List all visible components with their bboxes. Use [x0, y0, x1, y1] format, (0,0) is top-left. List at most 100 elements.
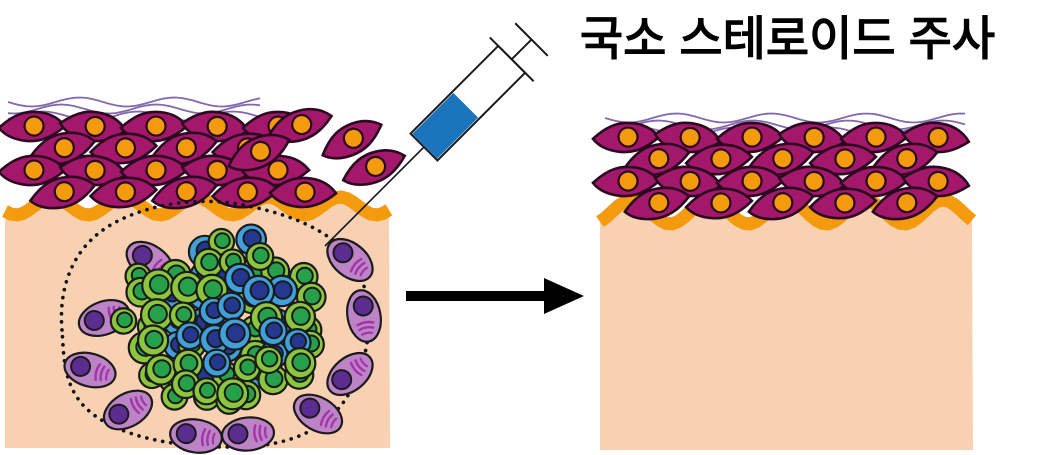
plasma-cell: [102, 389, 154, 431]
plasma-cell-nucleus: [70, 355, 92, 377]
epidermis-cell: [341, 149, 407, 186]
epidermis-cell: [226, 133, 292, 172]
cell-nucleus: [231, 268, 251, 288]
cell-nucleus: [291, 306, 311, 326]
green-immune-cell: [232, 353, 262, 383]
plasma-cell-streak: [354, 261, 366, 275]
plasma-cell-streak: [258, 424, 263, 442]
epidermis-layer: [591, 121, 971, 221]
plasma-cell-streak: [349, 361, 363, 377]
plasma-cell: [220, 416, 276, 452]
cell-nucleus: [225, 323, 246, 344]
cell-nucleus: [116, 311, 133, 329]
epidermis-cell-nucleus: [710, 148, 732, 170]
epidermis-cell-nucleus: [53, 181, 75, 203]
cell-nucleus: [181, 326, 200, 344]
epidermis-cell-nucleus: [834, 192, 856, 214]
cell-nucleus: [177, 276, 199, 297]
epidermis-cell-nucleus: [114, 181, 137, 203]
epidermis-cell: [591, 121, 661, 154]
epidermis-cell-nucleus: [206, 159, 228, 181]
cell-nucleus: [223, 296, 242, 315]
green-immune-cell: [145, 353, 177, 386]
epidermis-cell-nucleus: [803, 126, 825, 148]
epidermis-cell-nucleus: [710, 192, 732, 214]
plasma-cell: [346, 289, 382, 343]
green-immune-cell: [193, 247, 224, 279]
epidermis-cell-nucleus: [741, 170, 763, 192]
epidermis-cell-nucleus: [236, 181, 259, 203]
epidermis-cell-nucleus: [364, 155, 387, 178]
plasma-cell-streak: [329, 417, 338, 429]
epidermis-cell-nucleus: [896, 148, 918, 170]
epidermis-cell: [623, 142, 691, 177]
epidermis-cell: [268, 176, 338, 209]
epidermis-cell-nucleus: [84, 115, 106, 137]
epidermis-cell-nucleus: [741, 126, 763, 148]
epidermis-cell: [88, 176, 159, 209]
epidermis-cell-nucleus: [23, 159, 45, 181]
cell-nucleus: [175, 305, 193, 323]
plasma-cell-nucleus: [83, 309, 105, 331]
epidermis-cell: [88, 132, 159, 165]
syringe-body: [409, 22, 549, 162]
epidermis-cell-nucleus: [249, 140, 272, 162]
epidermis-cell-nucleus: [865, 170, 887, 192]
green-immune-cell: [207, 227, 236, 256]
plasma-cell-nucleus: [227, 423, 249, 445]
epidermis-cell: [591, 165, 661, 198]
plasma-cell-streak: [356, 320, 375, 327]
epidermis-cell: [28, 175, 97, 210]
epidermis-cell: [684, 143, 754, 176]
epidermis-cell-nucleus: [617, 170, 639, 192]
cell-nucleus: [260, 350, 279, 368]
plasma-cell-streak: [139, 395, 148, 407]
plasma-cell-streak: [253, 424, 258, 443]
infiltrate-dotted-boundary: [59, 199, 371, 449]
plasma-cell-streak: [99, 365, 106, 382]
plasma-cell: [326, 351, 374, 397]
green-immune-cell: [216, 377, 250, 411]
epidermis-cell-nucleus: [114, 137, 137, 159]
plasma-cell-streak: [359, 266, 369, 277]
epidermis-cell-nucleus: [927, 126, 949, 148]
cell-nucleus: [179, 353, 199, 373]
epidermis-cell: [684, 187, 754, 220]
plasma-cell-streak: [129, 397, 141, 415]
cell-nucleus: [177, 374, 196, 393]
green-immune-cell: [141, 268, 176, 303]
blue-immune-cell: [216, 291, 246, 322]
plasma-cell-nucleus: [331, 369, 353, 391]
epidermis-cell-nucleus: [648, 192, 670, 214]
epidermis-cell-nucleus: [834, 148, 856, 170]
epidermis-cell-nucleus: [617, 126, 639, 148]
stratum-corneum-line: [604, 119, 966, 131]
syringe-plunger-rod: [510, 38, 533, 61]
plasma-cell: [63, 351, 117, 389]
epidermis-cell-nucleus: [803, 170, 825, 192]
stratum-corneum-line: [604, 112, 966, 124]
plasma-cell-streak: [349, 257, 363, 273]
blue-immune-cell: [218, 317, 252, 351]
epidermis-cell-nucleus: [294, 181, 316, 203]
epidermis-cell-nucleus: [53, 137, 75, 159]
plasma-cell-nucleus: [332, 242, 354, 264]
epidermis-cell: [747, 186, 815, 221]
epidermis-cell-nucleus: [772, 192, 794, 214]
epidermis-cell: [623, 186, 691, 221]
plasma-cell-streak: [206, 429, 212, 446]
plasma-cell-streak: [359, 357, 369, 368]
plasma-cell-nucleus: [352, 295, 374, 317]
cell-nucleus: [200, 252, 219, 272]
plasma-cell-streak: [134, 396, 144, 411]
cell-nucleus: [144, 329, 164, 350]
green-immune-cell: [283, 300, 317, 334]
epidermis-cell-nucleus: [145, 159, 167, 181]
blue-immune-cell: [175, 321, 205, 351]
arrow-head: [544, 278, 584, 314]
green-immune-cell: [136, 324, 170, 357]
green-immune-cell: [245, 241, 275, 271]
title-label: 국소 스테로이드 주사: [579, 12, 996, 65]
blue-immune-cell: [241, 274, 276, 308]
